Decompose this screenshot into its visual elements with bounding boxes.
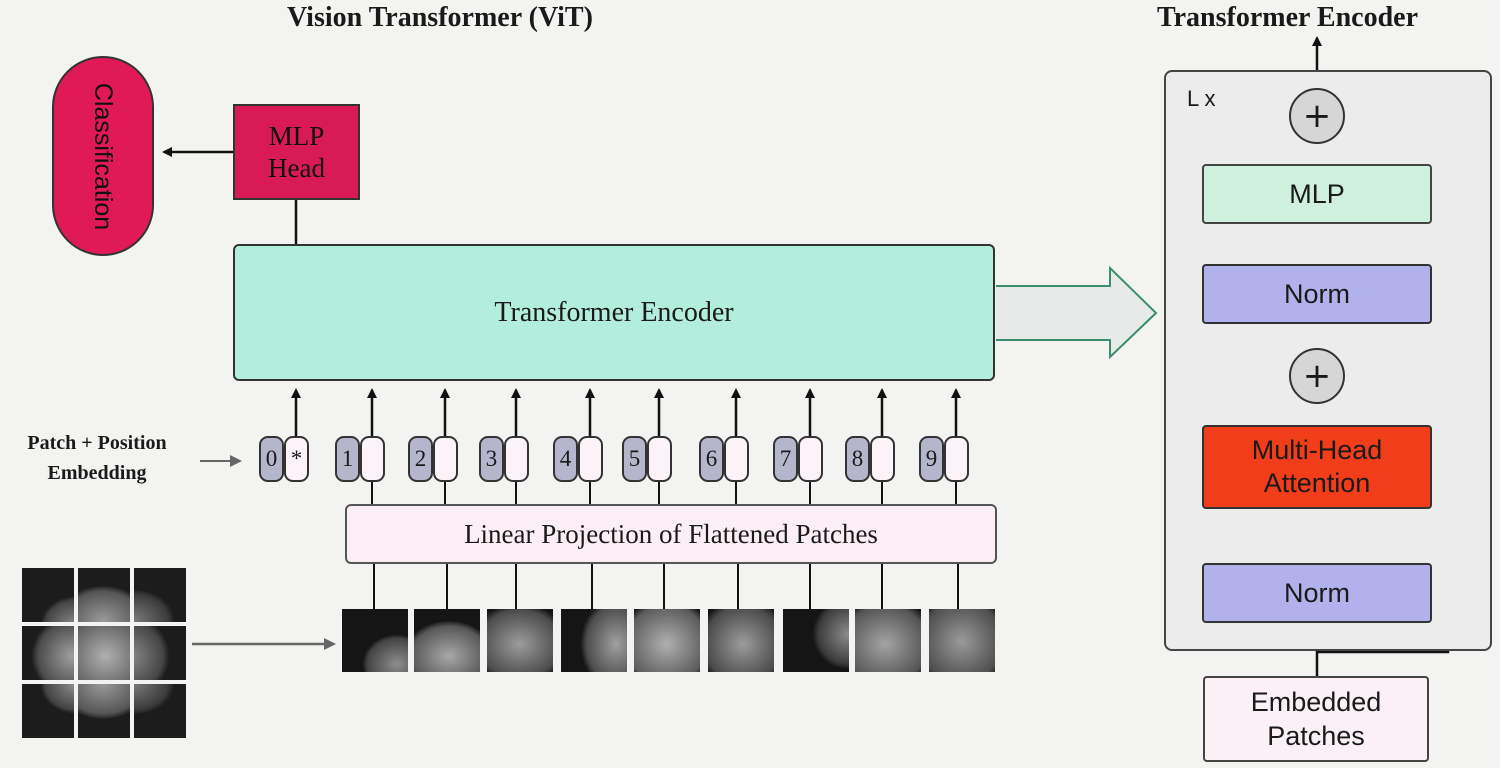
patch-embedding-6	[724, 436, 749, 482]
norm-block-bottom: Norm	[1202, 563, 1432, 623]
mlp-label: MLP	[1289, 178, 1345, 209]
embedding-label: Patch + Position Embedding	[2, 428, 192, 488]
input-image-grid	[22, 568, 186, 740]
position-token-3: 3	[479, 436, 504, 482]
vit-title: Vision Transformer (ViT)	[287, 2, 593, 33]
position-token-0: 0	[259, 436, 284, 482]
image-patch-6	[708, 609, 774, 672]
image-patch-5	[634, 609, 700, 672]
mlp-block: MLP	[1202, 164, 1432, 224]
layer-repeat-label: L x	[1187, 86, 1216, 111]
token-to-encoder-arrows	[291, 388, 961, 436]
residual-add-bottom: +	[1289, 348, 1345, 404]
embedding-label-line1: Patch + Position	[27, 432, 167, 454]
input-image-cell	[134, 684, 186, 738]
embedded-patches-line1: Embedded	[1250, 687, 1382, 717]
multi-head-attention-block: Multi-Head Attention	[1202, 425, 1432, 509]
image-patch-9	[929, 609, 995, 672]
residual-add-top: +	[1289, 88, 1345, 144]
patch-embedding-5	[647, 436, 672, 482]
embedded-patches-line2: Patches	[1267, 721, 1365, 751]
encoder-detail-title: Transformer Encoder	[1157, 2, 1419, 33]
patch-embedding-4	[578, 436, 603, 482]
position-token-8: 8	[845, 436, 870, 482]
classification-label: Classification	[89, 82, 118, 230]
attention-label-line1: Multi-Head	[1251, 435, 1383, 465]
image-patch-7	[783, 609, 849, 672]
input-image-cell	[134, 568, 186, 622]
image-patch-1	[342, 609, 408, 672]
position-token-7: 7	[773, 436, 798, 482]
image-patch-4	[561, 609, 627, 672]
mlp-head-block: MLP Head	[233, 104, 360, 200]
norm-label-bottom: Norm	[1284, 577, 1350, 608]
mlp-head-label-line1: MLP	[268, 121, 325, 151]
class-token: *	[284, 436, 309, 482]
input-image-cell	[22, 626, 74, 680]
linear-projection-block: Linear Projection of Flattened Patches	[345, 504, 997, 564]
patch-embedding-9	[944, 436, 969, 482]
image-patch-3	[487, 609, 553, 672]
mlp-head-label-line2: Head	[268, 153, 325, 183]
linear-projection-label: Linear Projection of Flattened Patches	[464, 518, 878, 549]
classification-output: Classification	[52, 56, 154, 256]
input-image-cell	[134, 626, 186, 680]
position-token-9: 9	[919, 436, 944, 482]
embedded-patches-block: Embedded Patches	[1203, 676, 1429, 762]
embedding-label-line2: Embedding	[47, 462, 147, 484]
patch-embedding-7	[798, 436, 823, 482]
input-image-cell	[22, 684, 74, 738]
input-image-cell	[78, 626, 130, 680]
patch-embedding-8	[870, 436, 895, 482]
position-token-5: 5	[622, 436, 647, 482]
transformer-encoder-label: Transformer Encoder	[494, 296, 734, 328]
norm-block-top: Norm	[1202, 264, 1432, 324]
input-image-cell	[22, 568, 74, 622]
input-image-cell	[78, 684, 130, 738]
position-token-6: 6	[699, 436, 724, 482]
patch-embedding-1	[360, 436, 385, 482]
input-image-cell	[78, 568, 130, 622]
image-patch-2	[414, 609, 480, 672]
position-token-4: 4	[553, 436, 578, 482]
patch-embedding-3	[504, 436, 529, 482]
position-token-1: 1	[335, 436, 360, 482]
patch-embedding-2	[433, 436, 458, 482]
attention-label-line2: Attention	[1263, 468, 1371, 498]
transformer-encoder-block: Transformer Encoder	[233, 244, 995, 381]
image-patch-8	[855, 609, 921, 672]
norm-label-top: Norm	[1284, 278, 1350, 309]
position-token-2: 2	[408, 436, 433, 482]
